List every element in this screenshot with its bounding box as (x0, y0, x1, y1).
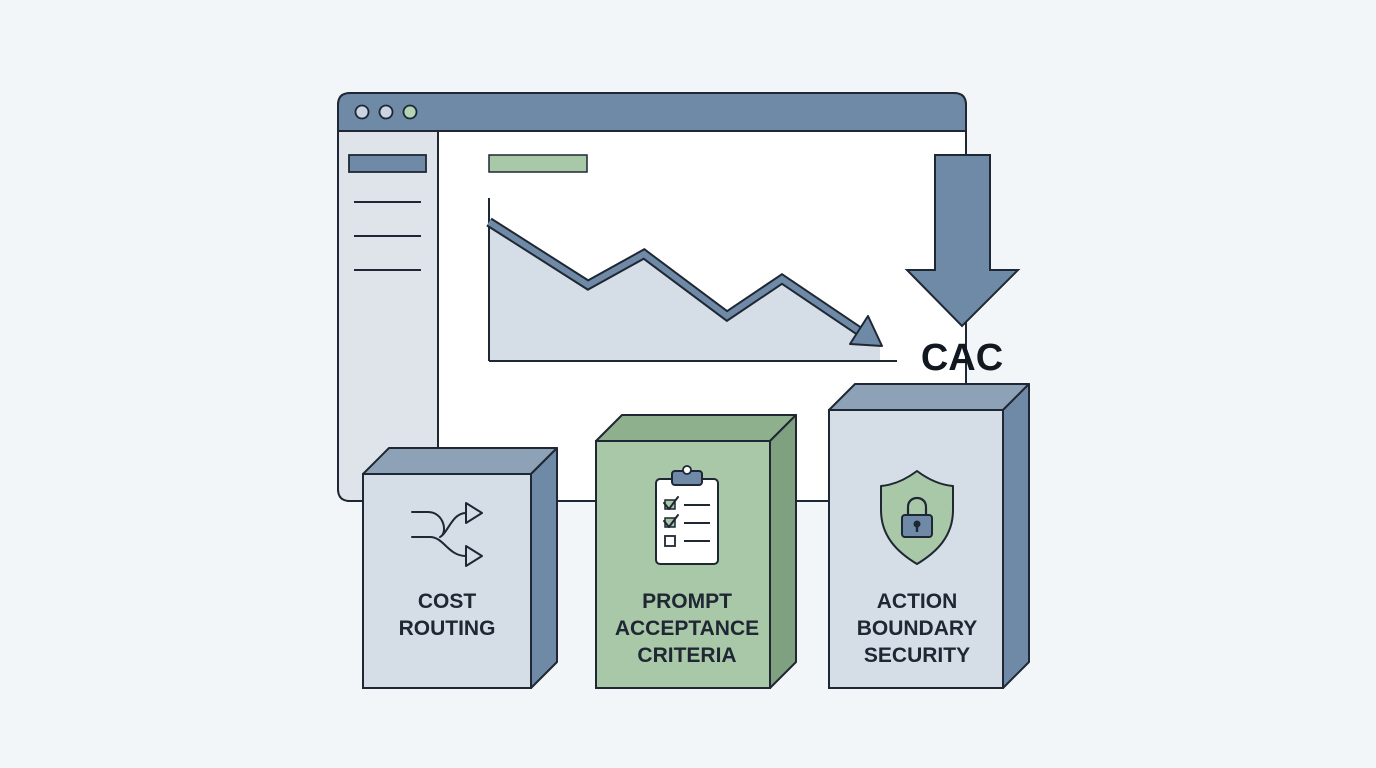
shield-lock-icon (880, 470, 954, 565)
trend-line (487, 219, 864, 336)
trend-arrowhead-icon (849, 315, 883, 347)
pillar-label-line: ACTION (877, 590, 958, 613)
browser-sidebar (337, 130, 439, 502)
pillar-front-face (362, 473, 532, 689)
window-close-dot (354, 104, 370, 120)
pillar-action-boundary-security: ACTION BOUNDARY SECURITY (828, 383, 1030, 689)
pillar-label-line: ROUTING (399, 617, 496, 640)
browser-title-bar (337, 92, 967, 132)
pillar-side-face (530, 447, 558, 689)
pillar-label-line: ACCEPTANCE (615, 617, 759, 640)
checklist-clipboard-icon (655, 465, 719, 565)
pillar-label-line: CRITERIA (637, 644, 736, 667)
declining-trend-chart (486, 198, 897, 362)
pillar-label-line: SECURITY (864, 644, 970, 667)
pillar-side-face (769, 414, 797, 689)
down-arrow-icon (904, 154, 1021, 328)
pillar-label-line: BOUNDARY (857, 617, 978, 640)
content-heading-placeholder (488, 154, 588, 173)
cac-decrease-indicator: CAC (904, 154, 1021, 379)
pillar-cost-routing: COST ROUTING (362, 447, 558, 689)
routing-arrows-icon (411, 502, 483, 567)
pillar-top-face (828, 383, 1030, 411)
window-maximize-dot (402, 104, 418, 120)
pillar-side-face (1002, 383, 1030, 689)
pillar-label-line: COST (418, 590, 477, 613)
cac-label: CAC (921, 337, 1003, 379)
pillar-top-face (362, 447, 558, 475)
pillar-top-face (595, 414, 797, 442)
pillar-label-line: PROMPT (642, 590, 732, 613)
pillar-prompt-acceptance-criteria: PROMPT ACCEPTANCE CRITERIA (595, 414, 797, 689)
sidebar-active-item (348, 154, 427, 173)
window-minimize-dot (378, 104, 394, 120)
